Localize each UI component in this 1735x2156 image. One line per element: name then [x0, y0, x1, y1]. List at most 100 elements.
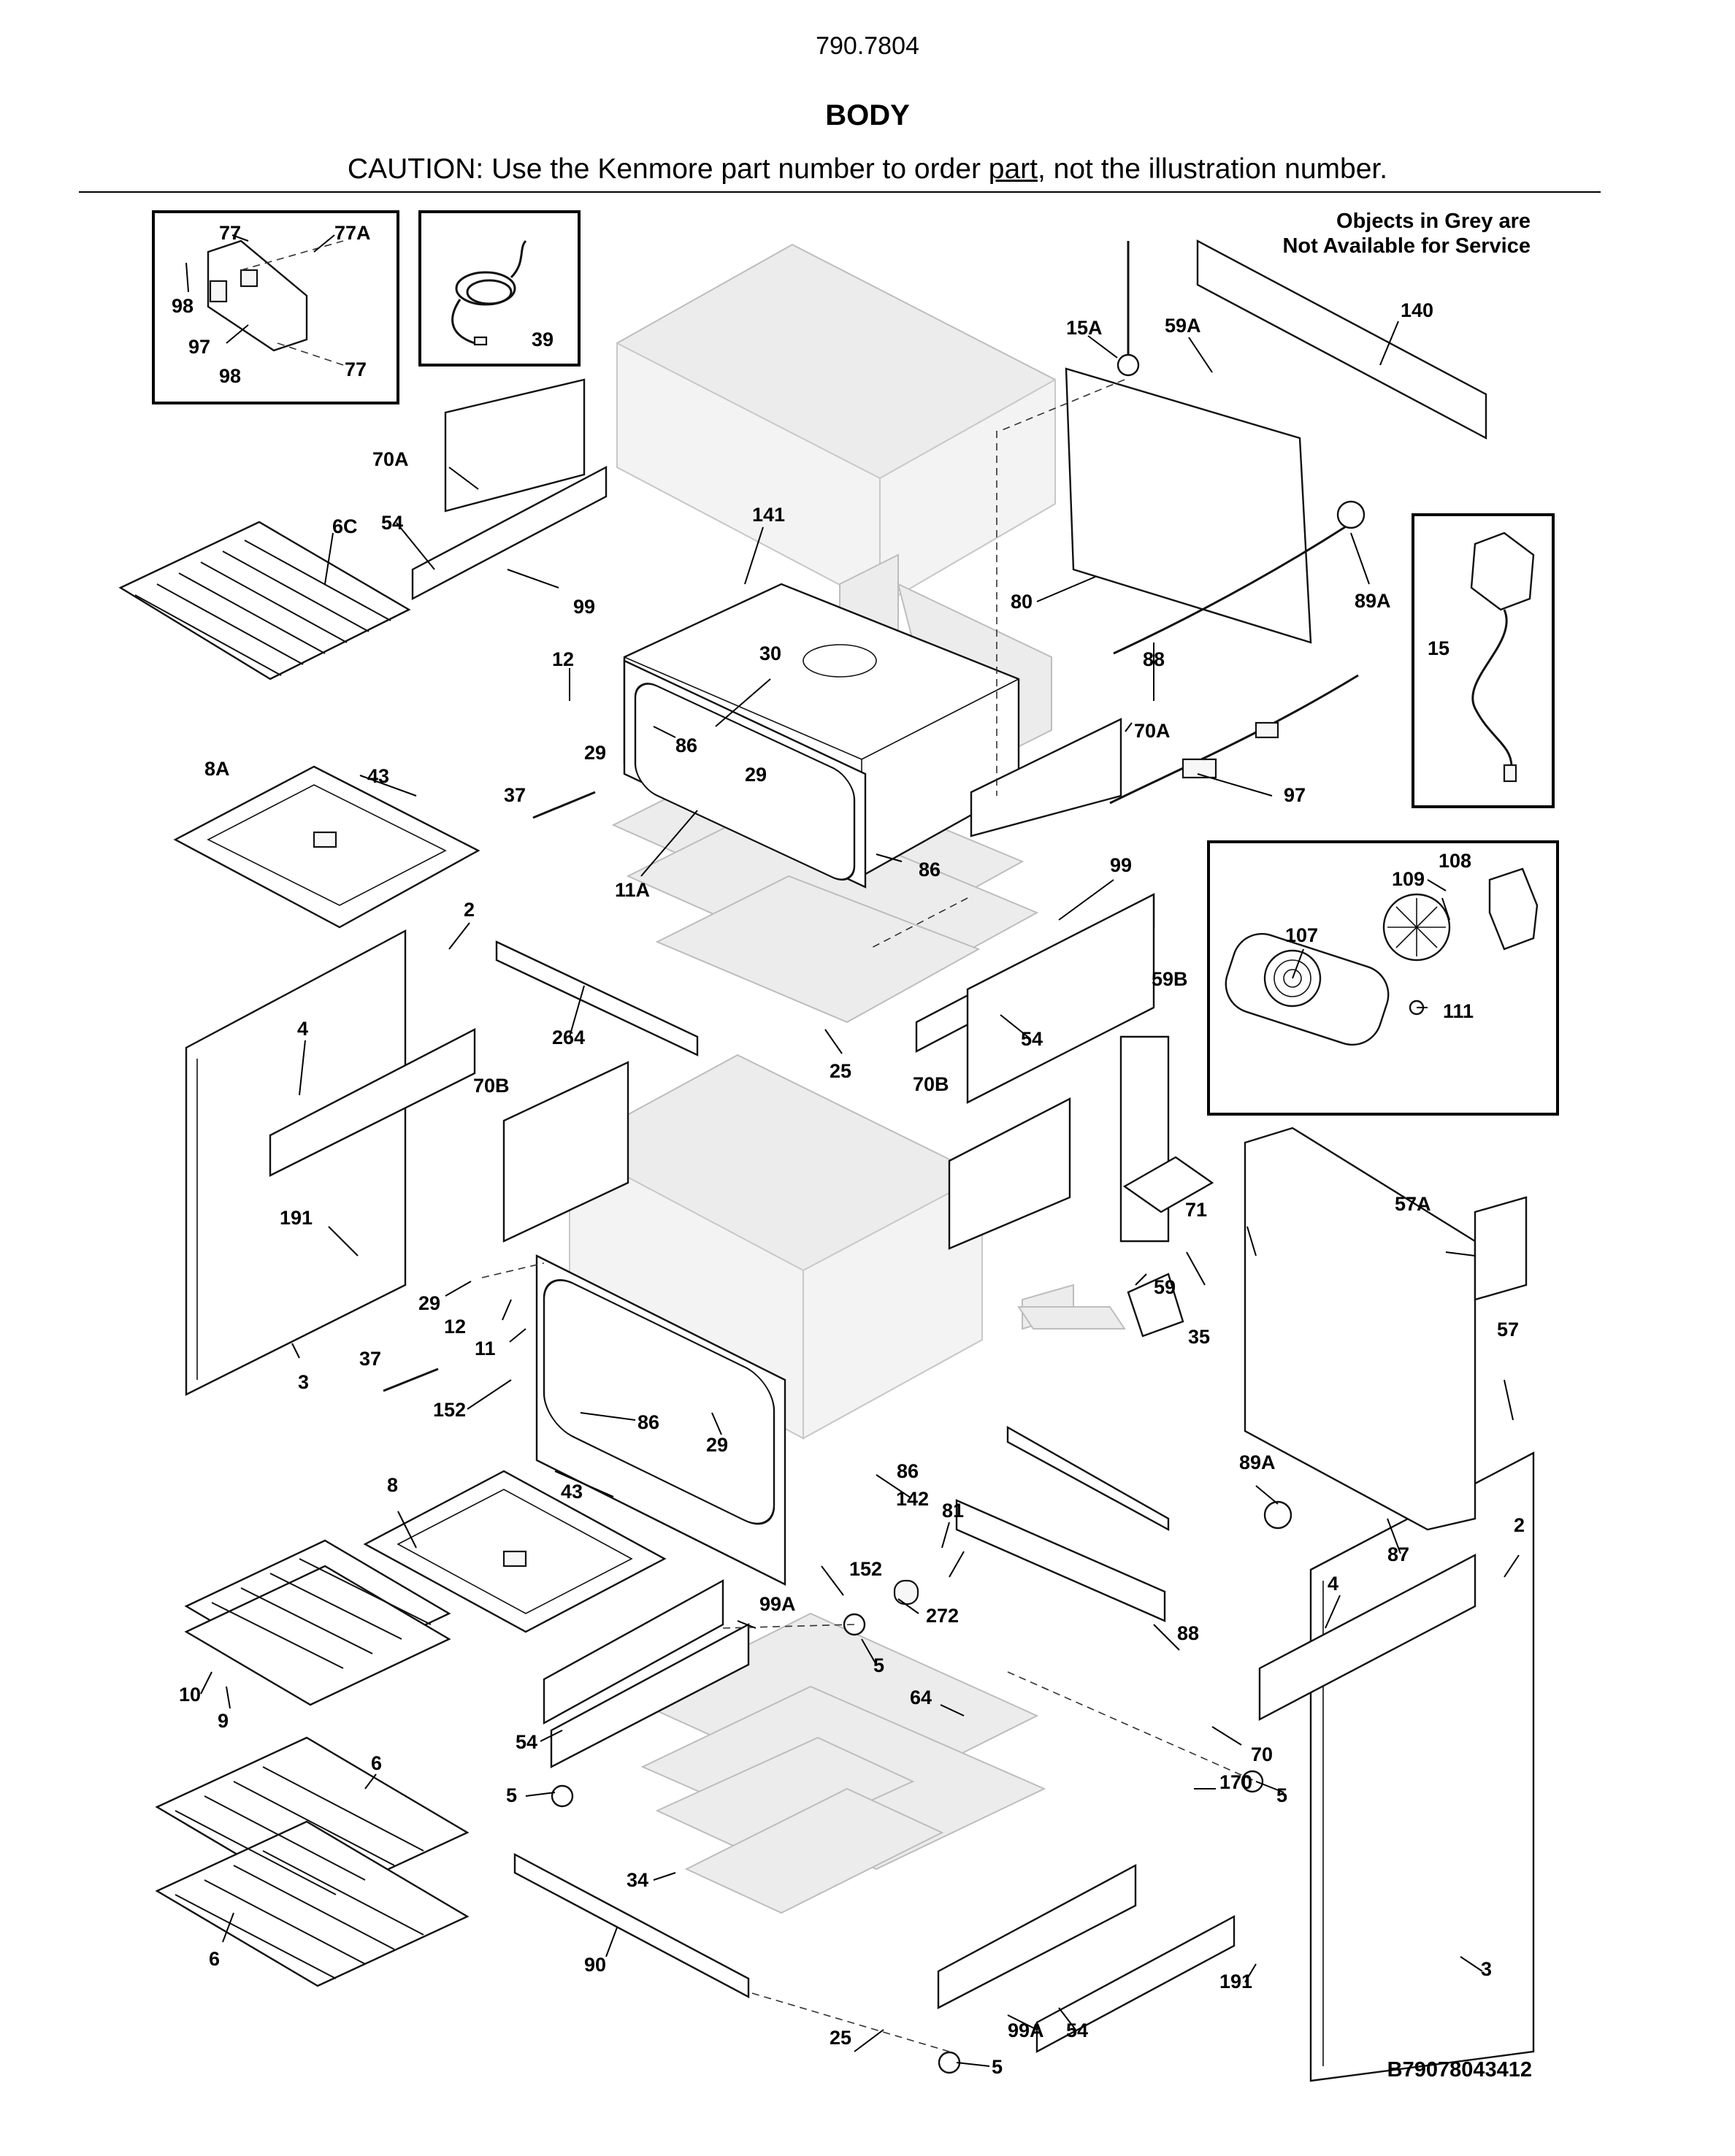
callout-5: 5	[992, 2056, 1003, 2078]
callout-3: 3	[298, 1371, 309, 1393]
callout-70a: 70A	[372, 448, 409, 470]
callout-99a: 99A	[1008, 2019, 1044, 2041]
rack-grid-lines	[134, 540, 432, 1979]
page-title: BODY	[825, 99, 910, 131]
callout-6: 6	[209, 1948, 220, 1970]
callout-4: 4	[297, 1018, 308, 1040]
callout-77: 77	[345, 358, 367, 380]
callout-107: 107	[1285, 924, 1318, 946]
lower-oven-cavity	[535, 1254, 786, 1586]
callout-152: 152	[433, 1399, 466, 1421]
callout-99a: 99A	[759, 1593, 796, 1615]
callout-98: 98	[219, 365, 241, 387]
inset-box-convection-fan	[1207, 840, 1559, 1116]
callout-80: 80	[1011, 591, 1033, 613]
callout-88: 88	[1177, 1622, 1199, 1644]
callout-43: 43	[561, 1481, 583, 1503]
callout-54: 54	[381, 512, 403, 534]
grey-objects-note-line1: Objects in Grey are	[1336, 210, 1531, 233]
callout-97: 97	[188, 336, 210, 358]
callout-87: 87	[1387, 1543, 1409, 1565]
callout-12: 12	[444, 1316, 466, 1338]
callout-191: 191	[1219, 1971, 1252, 1992]
callout-29: 29	[745, 764, 767, 786]
callout-2: 2	[1514, 1514, 1525, 1536]
callout-99: 99	[573, 596, 595, 618]
callout-35: 35	[1188, 1326, 1210, 1348]
callout-labels: 77 77A 98 97 98 77 39 70A 54 6C 99 141 1…	[172, 222, 1525, 2078]
callout-6c: 6C	[332, 515, 358, 537]
callout-98: 98	[172, 295, 194, 317]
callout-264: 264	[552, 1027, 585, 1048]
callout-108: 108	[1439, 850, 1471, 872]
callout-29: 29	[584, 742, 606, 764]
callout-57a: 57A	[1395, 1193, 1431, 1215]
callout-272: 272	[926, 1605, 959, 1627]
inset-box-power-cord	[418, 210, 581, 367]
callout-30: 30	[759, 642, 781, 664]
oven-bottom-panels	[173, 765, 667, 1633]
callout-12: 12	[552, 648, 574, 670]
callout-5: 5	[506, 1784, 517, 1806]
side-trims-and-rails	[269, 466, 1477, 2054]
inset-box-module-15	[1412, 513, 1555, 808]
callout-70b: 70B	[913, 1073, 949, 1095]
callout-29: 29	[418, 1292, 440, 1314]
callout-77a: 77A	[334, 222, 371, 244]
callout-142: 142	[896, 1488, 929, 1510]
callout-34: 34	[627, 1869, 648, 1891]
callout-15a: 15A	[1066, 317, 1103, 339]
callout-170: 170	[1219, 1771, 1252, 1793]
callout-5: 5	[1276, 1784, 1287, 1806]
callout-54: 54	[1066, 2019, 1088, 2041]
callout-111: 111	[1443, 1000, 1474, 1022]
callout-10: 10	[179, 1684, 201, 1706]
thin-panels	[444, 378, 1528, 1338]
callout-140: 140	[1401, 299, 1433, 321]
callout-3: 3	[1481, 1958, 1492, 1980]
callout-71: 71	[1185, 1199, 1207, 1221]
callout-9: 9	[218, 1710, 229, 1732]
callout-70a: 70A	[1134, 720, 1171, 742]
callout-89a: 89A	[1355, 590, 1391, 612]
callout-43: 43	[367, 765, 389, 787]
callout-54: 54	[516, 1731, 537, 1753]
callout-11a: 11A	[615, 879, 650, 901]
caution-part-link: part	[988, 153, 1038, 185]
callout-81: 81	[942, 1500, 964, 1522]
rear-panel	[1065, 239, 1487, 1531]
callout-70: 70	[1251, 1743, 1273, 1765]
callout-8a: 8A	[204, 758, 230, 780]
callout-59: 59	[1154, 1276, 1176, 1298]
callout-88: 88	[1143, 648, 1165, 670]
document-number: 790.7804	[816, 32, 919, 60]
callout-141: 141	[752, 504, 785, 526]
callout-86: 86	[919, 859, 941, 881]
callout-89a: 89A	[1239, 1451, 1276, 1473]
callout-86: 86	[675, 734, 697, 756]
callout-leader-lines	[185, 234, 1520, 2067]
callout-59b: 59B	[1152, 968, 1188, 990]
caution-prefix: CAUTION: Use the Kenmore part number to …	[347, 153, 989, 185]
callout-97: 97	[1284, 784, 1306, 806]
callout-15: 15	[1428, 637, 1449, 659]
callout-37: 37	[359, 1348, 381, 1370]
grey-objects-note-line2: Not Available for Service	[1282, 234, 1531, 258]
upper-oven-cavity	[623, 583, 1020, 889]
callout-77: 77	[219, 222, 241, 244]
callout-39: 39	[532, 329, 554, 350]
caution-suffix: , not the illustration number.	[1037, 153, 1388, 185]
leveling-legs	[551, 1579, 1264, 2074]
callout-11: 11	[475, 1338, 496, 1359]
callout-4: 4	[1328, 1573, 1338, 1595]
callout-57: 57	[1497, 1319, 1519, 1340]
caution-text: CAUTION: Use the Kenmore part number to …	[0, 153, 1735, 185]
assembly-dash-lines	[240, 240, 1257, 2052]
callout-25: 25	[830, 1060, 851, 1082]
callout-90: 90	[584, 1954, 606, 1976]
diagram-code: B79078043412	[1387, 2058, 1532, 2082]
callout-64: 64	[910, 1687, 932, 1708]
callout-54: 54	[1021, 1028, 1043, 1050]
callout-59a: 59A	[1165, 315, 1201, 337]
